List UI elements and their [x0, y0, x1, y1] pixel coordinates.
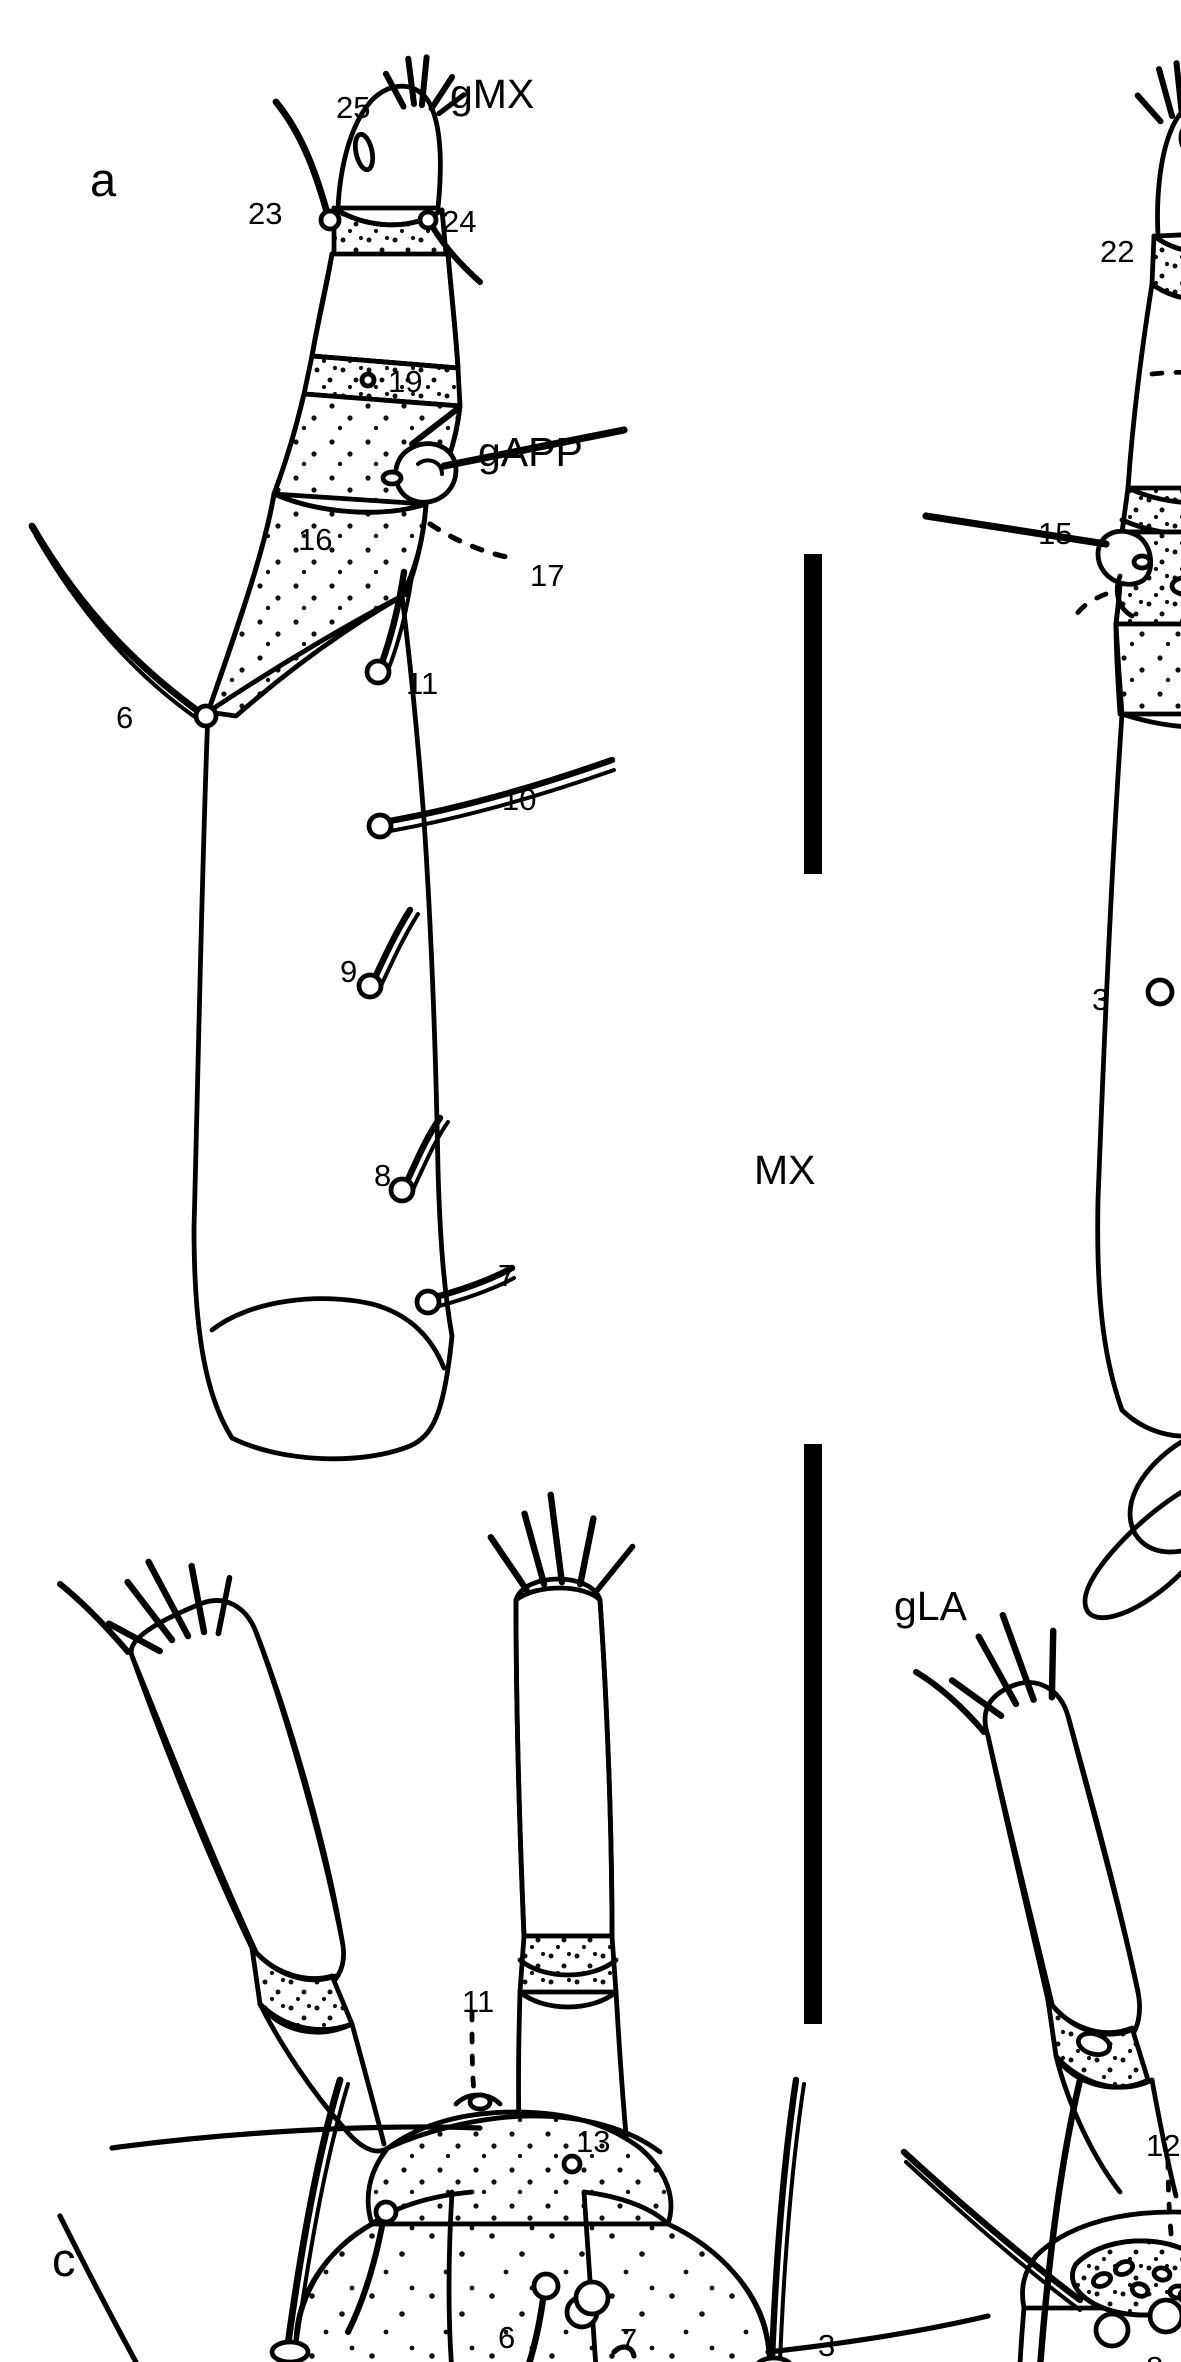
seta-label-a-10: 10 [502, 782, 537, 817]
seta-label-c-6: 6 [498, 2320, 516, 2355]
scale-bar-lower [804, 1444, 822, 2024]
seta-label-d-8: 8 [1146, 2352, 1163, 2362]
seta-label-a-11: 11 [406, 666, 439, 701]
group-label-gapp: gAPP [478, 429, 583, 475]
seta-label-a-19: 19 [388, 364, 423, 399]
panel-letter-a: a [90, 153, 117, 206]
seta-label-a-17: 17 [530, 558, 565, 593]
seta-label-a-6: 6 [116, 700, 134, 735]
seta-label-c-5: 5 [584, 2360, 601, 2362]
seta-label-b-15: 15 [1038, 516, 1073, 551]
seta-label-c-13: 13 [576, 2124, 611, 2159]
seta-label-c-7: 7 [620, 2322, 638, 2357]
group-label-gmx: gMX [450, 71, 535, 117]
scale-bar-upper [804, 554, 822, 874]
region-label-mx: MX [754, 1147, 816, 1193]
seta-label-a-9: 9 [340, 954, 358, 989]
seta-label-a-7: 7 [498, 1258, 516, 1293]
seta-label-a-23: 23 [248, 196, 283, 231]
panel-letter-c: c [52, 2233, 76, 2286]
seta-label-b-3: 3 [1092, 982, 1110, 1017]
seta-label-a-24: 24 [442, 204, 477, 239]
seta-label-d-12: 12 [1146, 2128, 1181, 2163]
seta-label-c-3: 3 [818, 2328, 836, 2362]
seta-label-b-22: 22 [1100, 234, 1135, 269]
seta-label-a-8: 8 [374, 1158, 392, 1193]
group-label-gla: gLA [894, 1583, 967, 1629]
seta-label-a-16: 16 [298, 522, 333, 557]
seta-label-a-25: 25 [336, 90, 371, 125]
seta-label-c-11: 11 [462, 1984, 495, 2019]
